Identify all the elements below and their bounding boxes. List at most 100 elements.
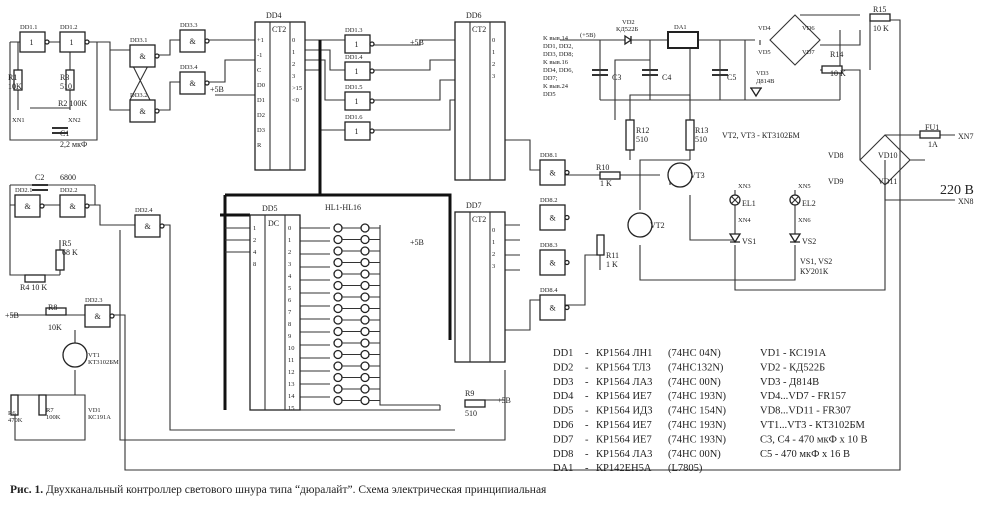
- part-spec: VT1...VT3 - КТ3102БМ: [760, 420, 866, 431]
- svg-text:CT2: CT2: [472, 25, 486, 34]
- svg-text:470K: 470K: [8, 417, 23, 424]
- pin-label: 8: [288, 321, 291, 328]
- part-ref: DD5: [553, 406, 573, 417]
- pin-label: D1: [257, 97, 265, 104]
- gate-body: [539, 294, 566, 321]
- led-icon: [333, 361, 343, 371]
- power-note-line: DD3, DD8;: [543, 51, 574, 58]
- pin-label: >15: [292, 85, 302, 92]
- dash: -: [585, 377, 589, 388]
- power-note-line: K выв.16: [543, 59, 569, 66]
- dash: -: [585, 391, 589, 402]
- inverter-bubble: [154, 53, 160, 59]
- gate-symbol: &: [140, 52, 147, 61]
- resistor-icon: [10, 394, 19, 416]
- svg-text:510: 510: [695, 135, 707, 144]
- svg-text:XN2: XN2: [68, 117, 81, 124]
- svg-text:VD4: VD4: [758, 25, 771, 32]
- gate-symbol: &: [25, 202, 32, 211]
- pin-label: R: [257, 142, 262, 149]
- passive-components: [10, 13, 941, 416]
- gate-dd2-3: &DD2.3: [84, 297, 115, 328]
- svg-text:EL2: EL2: [802, 199, 816, 208]
- svg-text:R3: R3: [60, 73, 69, 82]
- led-icon: [360, 372, 370, 383]
- pin-label: C: [257, 67, 261, 74]
- power-note-line: DD1, DD2,: [543, 43, 574, 50]
- inverter-bubble: [564, 214, 570, 221]
- gate-label: DD1.6: [345, 114, 363, 121]
- led-icon: [360, 384, 370, 394]
- inverter-bubble: [369, 98, 375, 104]
- resistor-icon: [24, 274, 46, 283]
- svg-text:+5В: +5В: [497, 396, 511, 405]
- inverter-bubble: [564, 169, 570, 176]
- gate-dd8-2: &DD8.2: [539, 197, 570, 231]
- svg-text:CT2: CT2: [272, 25, 286, 34]
- dash: -: [585, 362, 589, 373]
- pin-label: +1: [257, 37, 264, 44]
- pin-label: 14: [288, 393, 295, 400]
- led-icon: [333, 315, 343, 325]
- part-spec: VD1 - КС191А: [760, 348, 827, 359]
- svg-text:VD10: VD10: [878, 151, 898, 160]
- bridge-vd4-vd7: [769, 14, 821, 66]
- gate-symbol: 1: [355, 97, 359, 106]
- resistor-icon: [13, 69, 23, 91]
- gate-dd1-6: 1 DD1.6: [344, 114, 375, 141]
- svg-text:R2 100K: R2 100K: [58, 99, 87, 108]
- svg-text:DD7: DD7: [466, 201, 482, 210]
- part-spec: C3, C4 - 470 мкФ x 10 В: [760, 434, 868, 445]
- dash: -: [585, 348, 589, 359]
- power-note-line: DD7;: [543, 75, 558, 82]
- resistor-icon: [38, 394, 47, 416]
- svg-text:510: 510: [465, 409, 477, 418]
- svg-text:КТ3102БМ: КТ3102БМ: [88, 359, 119, 366]
- led-icon: [333, 326, 343, 337]
- inverter-bubble: [369, 128, 375, 134]
- capacitor-icon: [32, 184, 48, 191]
- lamp-cross: [731, 196, 739, 204]
- thyristor-icon: [788, 233, 802, 244]
- gate-label: DD2.3: [85, 297, 103, 304]
- pin-label: 0: [288, 225, 291, 232]
- pin-label: 9: [288, 333, 291, 340]
- gate-symbol: &: [70, 202, 77, 211]
- svg-text:DD5: DD5: [262, 204, 278, 213]
- gate-symbol: 1: [30, 38, 34, 47]
- gate-symbol: 1: [355, 127, 359, 136]
- svg-text:VD7: VD7: [802, 49, 815, 56]
- gate-dd2-2: &DD2.2: [59, 187, 90, 218]
- led-icon: [360, 257, 370, 268]
- led-icon: [333, 303, 343, 314]
- pin-label: 1: [288, 237, 291, 244]
- resistor-icon: [685, 119, 695, 151]
- pin-label: 2: [288, 249, 291, 256]
- svg-text:510: 510: [636, 135, 648, 144]
- pin-label: 3: [492, 263, 495, 270]
- part-ref: DD1: [553, 348, 573, 359]
- inverter-bubble: [44, 39, 50, 45]
- svg-text:VD8: VD8: [828, 151, 844, 160]
- svg-text:1 K: 1 K: [606, 260, 618, 269]
- part-name: КР1564 ЛА3: [596, 449, 652, 460]
- pin-label: 2: [492, 251, 495, 258]
- gate-symbol: &: [550, 214, 557, 223]
- diode-vd2-icon: [624, 34, 633, 46]
- pin-label: 6: [288, 297, 292, 304]
- led-icon: [333, 384, 343, 394]
- gate-dd3-3: &DD3.3: [179, 22, 210, 53]
- resistor-icon: [869, 13, 891, 22]
- svg-text:1A: 1A: [928, 140, 938, 149]
- inverter-bubble: [84, 39, 90, 45]
- power-note-line: DD5: [543, 91, 556, 98]
- gate-label: DD3.3: [180, 22, 198, 29]
- gate-symbol: &: [190, 79, 197, 88]
- gate-symbol: 1: [355, 67, 359, 76]
- svg-text:XN6: XN6: [798, 217, 811, 224]
- pin-label: 10: [288, 345, 295, 352]
- svg-text:DD4: DD4: [266, 11, 282, 20]
